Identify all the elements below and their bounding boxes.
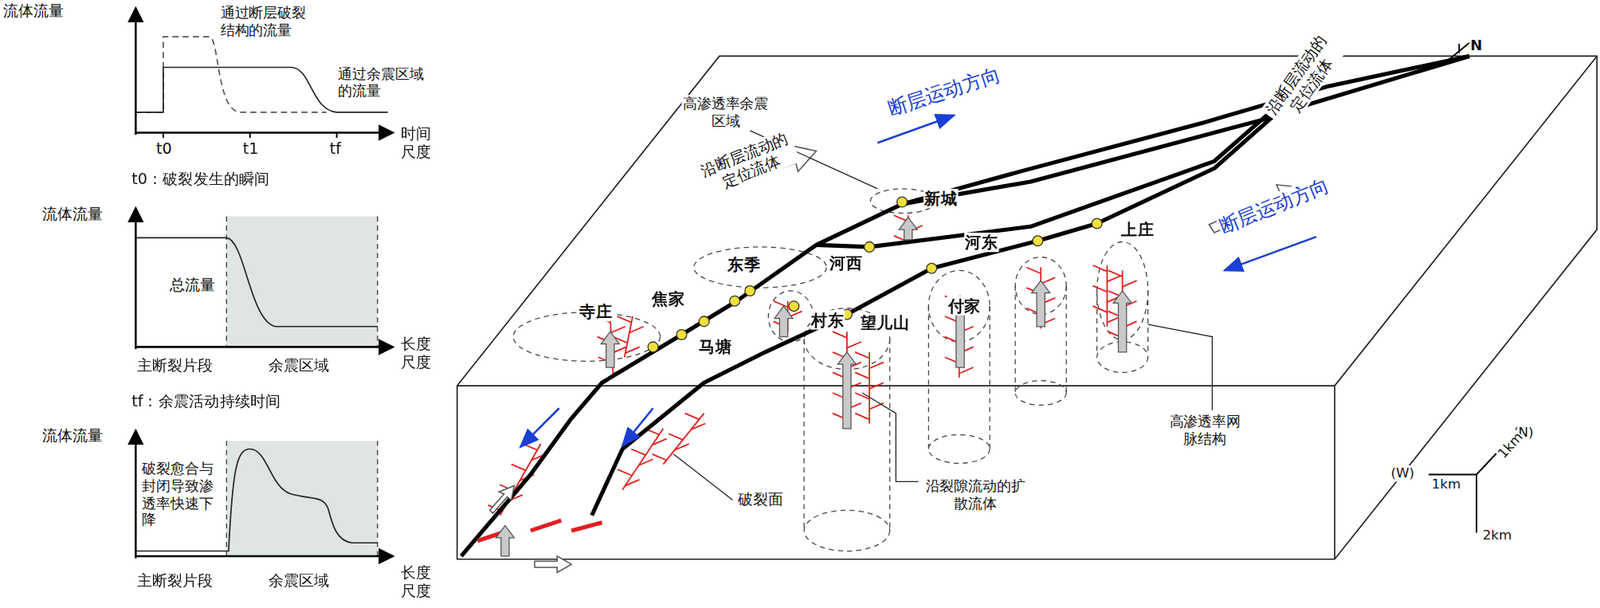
fracture: [854, 372, 870, 379]
label: t0: [155, 139, 173, 158]
fracture: [959, 367, 974, 374]
fracture: [625, 346, 640, 353]
label: 河东: [964, 232, 1000, 253]
label: 新城: [923, 188, 959, 209]
deposit-dot: [1032, 235, 1044, 247]
fracture: [832, 331, 848, 338]
fluid-arrow: [1113, 290, 1132, 353]
fracture: [685, 413, 700, 420]
label: 时间尺度: [400, 124, 444, 161]
label: 破裂愈合与封闭导致渗透率快速下降: [141, 460, 225, 530]
deposit-dot: [745, 286, 756, 297]
fracture: [631, 448, 646, 455]
fracture: [1026, 267, 1041, 275]
deposit-dot: [926, 262, 938, 274]
label: 上庄: [1120, 219, 1156, 240]
fracture: [847, 341, 862, 349]
label: 通过余震区域的流量: [337, 65, 433, 100]
deposit-dot: [1091, 218, 1102, 229]
fracture: [868, 352, 871, 424]
fluid-arrow: [495, 525, 514, 557]
label: 高渗透率网脉结构: [1163, 413, 1248, 448]
label: tf: [328, 139, 342, 158]
fracture: [611, 326, 626, 334]
fluid-arrow: [837, 352, 856, 429]
fracture: [854, 352, 870, 359]
label: 河西: [828, 253, 864, 274]
label: 望儿山: [858, 313, 910, 334]
fracture: [869, 362, 884, 369]
label: t1: [242, 139, 260, 158]
fracture: [662, 413, 704, 465]
deposit-dot: [676, 329, 687, 341]
fracture: [1093, 305, 1108, 313]
label: 余震区域: [267, 571, 331, 590]
fracture: [854, 413, 870, 420]
label: 沿断层流动的定位流体: [1260, 28, 1348, 131]
label: 断层运动方向: [1215, 172, 1334, 240]
deposit-dot: [864, 242, 875, 253]
fracture: [869, 382, 884, 389]
label: 流体流量: [2, 2, 66, 21]
fracture: [1122, 280, 1138, 287]
fracture: [1093, 286, 1108, 293]
label: 焦家: [650, 288, 687, 309]
fracture: [522, 443, 538, 451]
fracture: [773, 301, 789, 308]
fluid-arrow: [600, 331, 620, 368]
label: N: [1469, 36, 1484, 55]
label: 流体流量: [40, 426, 104, 445]
deposit-dot: [788, 301, 800, 312]
label: 沿断层流动的定位流体: [694, 127, 800, 199]
label: t0：破裂发生的瞬间: [130, 169, 271, 189]
label: 东季: [726, 254, 762, 275]
fracture: [617, 316, 632, 323]
deposit-dot: [647, 341, 659, 353]
fluid-arrow: [774, 305, 793, 337]
label: 寺庄: [578, 301, 614, 322]
fracture: [674, 443, 690, 451]
fluid-arrow: [898, 217, 918, 240]
label: tf：余震活动持续时间: [130, 392, 283, 411]
label: 长度尺度: [400, 334, 444, 372]
fracture: [511, 464, 526, 471]
label: 高渗透率余震区域: [681, 94, 769, 130]
label: 沿裂隙流动的扩散流体: [923, 477, 1028, 512]
label: 村东: [810, 309, 846, 330]
fracture: [629, 326, 644, 334]
label: 主断裂片段: [135, 571, 215, 590]
label: 流体流量: [40, 204, 104, 224]
label: 断层运动方向: [884, 62, 1004, 122]
fracture: [1093, 265, 1108, 272]
label: (W): [1389, 465, 1416, 482]
label: 付家: [946, 295, 982, 316]
fracture: [690, 423, 706, 430]
label: 2km: [1481, 527, 1513, 544]
fracture: [625, 479, 640, 487]
fracture: [652, 439, 667, 446]
fracture: [668, 433, 683, 440]
fluid-arrow: [1031, 280, 1051, 327]
label: 总流量: [168, 275, 216, 295]
label: 破裂面: [737, 490, 785, 509]
label: 马塘: [698, 337, 734, 357]
fracture: [1106, 275, 1122, 283]
label: 主断裂片段: [135, 356, 215, 375]
label: 余震区域: [267, 356, 331, 375]
deposit-dot: [897, 196, 908, 208]
deposit-dot: [729, 295, 741, 306]
fracture: [617, 469, 632, 476]
label: 通过断层破裂结构的流量: [219, 3, 318, 39]
label: 长度尺度: [400, 563, 444, 600]
label: 1km: [1430, 476, 1462, 493]
fracture: [639, 458, 654, 466]
fracture: [652, 454, 667, 461]
deposit-dot: [698, 316, 710, 327]
fracture: [1106, 265, 1109, 327]
